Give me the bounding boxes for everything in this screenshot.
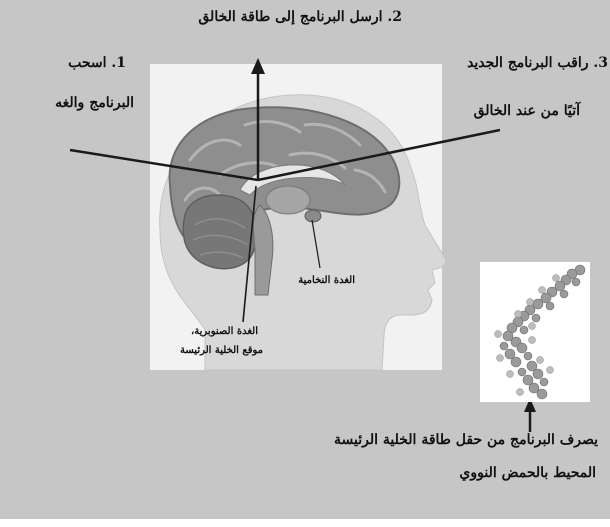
pituitary-gland: [305, 210, 321, 222]
dna-helix-icon: [480, 262, 590, 402]
step3-label-line1: 3. راقب البرنامج الجديد: [467, 56, 608, 70]
step1-label-line1: 1. اسحب: [68, 56, 126, 70]
pineal-label-line2: موقع الخلية الرئيسة: [180, 346, 263, 356]
pineal-label-line1: الغدة الصنوبرية،: [191, 327, 258, 337]
pituitary-label: الغدة النخامية: [298, 276, 355, 286]
thalamus: [266, 186, 310, 214]
dna-caption-line2: المحيط بالحمض النووي: [459, 466, 596, 480]
step3-label-line2: آتيًا من عند الخالق: [474, 104, 580, 118]
step2-label: 2. ارسل البرنامج إلى طاقة الخالق: [198, 10, 402, 24]
up-arrow-head: [251, 58, 265, 74]
dna-panel: [480, 262, 590, 402]
step1-label-line2: البرنامج والغه: [55, 96, 134, 110]
cerebellum: [183, 195, 257, 269]
dna-caption-line1: يصرف البرنامج من حقل طاقة الخلية الرئيسة: [334, 433, 598, 447]
